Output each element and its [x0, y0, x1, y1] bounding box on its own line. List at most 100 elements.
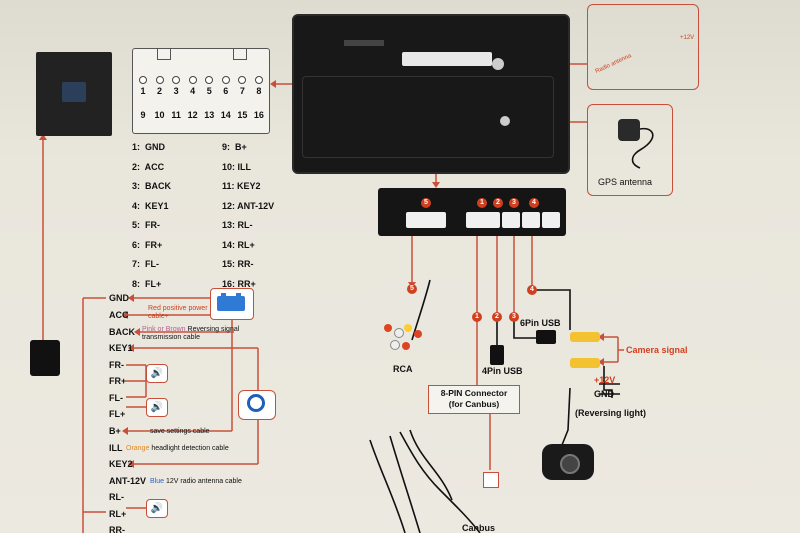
steering-wheel-icon — [238, 390, 276, 420]
pin-list-item: 8: FL+ — [132, 278, 162, 289]
port-3-socket — [522, 212, 540, 228]
pin-list-item: 11: KEY2 — [222, 181, 261, 191]
camera-gnd-label: GND — [594, 389, 614, 399]
connector-pin: 7 — [235, 76, 249, 96]
usb-4pin-plug — [490, 345, 504, 365]
reversing-light-label: (Reversing light) — [575, 408, 647, 418]
wire-fl-plus-label: FL+ — [109, 409, 126, 419]
port-1-badge: 1 — [477, 198, 487, 208]
gps-socket — [500, 116, 510, 126]
connector-pin-number: 13 — [204, 110, 215, 120]
gps-antenna-label: GPS antenna — [598, 177, 653, 187]
port-4-line-badge: 4 — [527, 285, 537, 295]
connector-pin-number: 12 — [187, 110, 198, 120]
gps-antenna-callout: GPS antenna — [587, 104, 673, 196]
pin-list-item: 5: FR- — [132, 220, 160, 230]
wire-acc-label: ACC — [109, 310, 129, 320]
speaker-icon: 🔊 — [146, 499, 168, 518]
camera-rca-connector-bottom — [570, 358, 600, 368]
connector-pin: 6 — [219, 76, 233, 96]
rca-label: RCA — [393, 364, 413, 374]
breakout-box: 5 1 2 3 4 — [378, 188, 566, 236]
connector-pin: 8 — [252, 76, 266, 96]
canbus-label: Canbus — [462, 523, 496, 533]
pin-list-item: 1: GND — [132, 142, 166, 152]
pin-list-item: 9: B+ — [222, 142, 247, 152]
connector-pin-number: 4 — [190, 86, 196, 96]
camera-12v-label: +12V — [594, 375, 616, 385]
port-2-badge: 2 — [493, 198, 503, 208]
pin-list-item: 16: RR+ — [222, 278, 256, 289]
pin-list-item: 10: ILL — [222, 161, 252, 172]
radio-antenna-callout: Radio antenna +12V — [587, 4, 699, 90]
connector-pin-number: 5 — [206, 86, 212, 96]
wire-rl-plus-label: RL+ — [109, 509, 127, 519]
connector-pin: 13 — [202, 110, 216, 120]
wire-b-plus-label: B+ — [109, 426, 121, 436]
pin-list-item: 15: RR- — [222, 259, 254, 269]
connector-pin-number: 2 — [157, 86, 163, 96]
port-5-socket — [406, 212, 446, 228]
wire-gnd-label: GND — [109, 293, 129, 303]
connector-pin: 5 — [202, 76, 216, 96]
wire-back-label: BACK — [109, 327, 135, 337]
camera-rca-connector-top — [570, 332, 600, 342]
pin-list-item: 7: FL- — [132, 259, 159, 269]
port-5-line-badge: 5 — [407, 284, 417, 294]
wiring-harness-photo — [36, 52, 112, 136]
camera-lens-icon — [560, 454, 580, 474]
wire-b-plus-note: save settings cable — [150, 428, 210, 435]
rca-cable-bundle — [380, 318, 430, 354]
speaker-icon: 🔊 — [146, 398, 168, 417]
connector-pin: 9 — [136, 110, 150, 120]
connector-pin: 14 — [219, 110, 233, 120]
connector-pin-number: 1 — [140, 86, 146, 96]
connector-pin: 2 — [153, 76, 167, 96]
port-1-socket — [466, 212, 500, 228]
camera-signal-label: Camera signal — [626, 345, 688, 355]
connector-pin-number: 8 — [256, 86, 262, 96]
connector-pin-number: 14 — [220, 110, 231, 120]
connector-pin-number: 7 — [239, 86, 245, 96]
connector-pin-number: 9 — [140, 110, 146, 120]
usb-4pin-label: 4Pin USB — [482, 366, 523, 376]
connector-pin-number: 6 — [223, 86, 229, 96]
wire-fr-plus-label: FR+ — [109, 376, 127, 386]
wire-back-note: Pink or Brown Reversing signal transmiss… — [142, 326, 240, 341]
wire-ant-label: ANT-12V — [109, 476, 147, 486]
head-unit-back — [292, 14, 570, 174]
port-2-line-badge: 2 — [492, 312, 502, 322]
port-4-badge: 4 — [529, 198, 539, 208]
wire-key2-label: KEY2 — [109, 459, 133, 469]
main-harness-plug — [30, 340, 60, 376]
connector-pin: 4 — [186, 76, 200, 96]
wire-key1-label: KEY1 — [109, 343, 133, 353]
wire-ill-note: Orange headlight detection cable — [126, 445, 229, 452]
port-3-line-badge: 3 — [509, 312, 519, 322]
port-4-socket — [542, 212, 560, 228]
pin-connector-diagram — [132, 48, 270, 134]
pin-list-item: 2: ACC — [132, 161, 165, 172]
usb-6pin-label: 6Pin USB — [520, 318, 561, 328]
connector-pin-number: 15 — [237, 110, 248, 120]
connector-pin: 16 — [252, 110, 266, 120]
wire-fr-minus-label: FR- — [109, 360, 124, 370]
pin-list-item: 14: RL+ — [222, 239, 255, 250]
gps-module-icon — [618, 119, 640, 141]
connector-pin: 3 — [169, 76, 183, 96]
connector-pin: 11 — [169, 110, 183, 120]
antenna-socket — [492, 58, 504, 70]
port-2-socket — [502, 212, 520, 228]
wire-fl-minus-label: FL- — [109, 393, 123, 403]
battery-icon — [210, 288, 254, 320]
connector-pin: 12 — [186, 110, 200, 120]
connector-pin-number: 11 — [171, 110, 181, 120]
pin-list-item: 3: BACK — [132, 181, 172, 191]
connector-pin-number: 16 — [253, 110, 264, 120]
port-5-badge: 5 — [421, 198, 431, 208]
connector-pin: 1 — [136, 76, 150, 96]
